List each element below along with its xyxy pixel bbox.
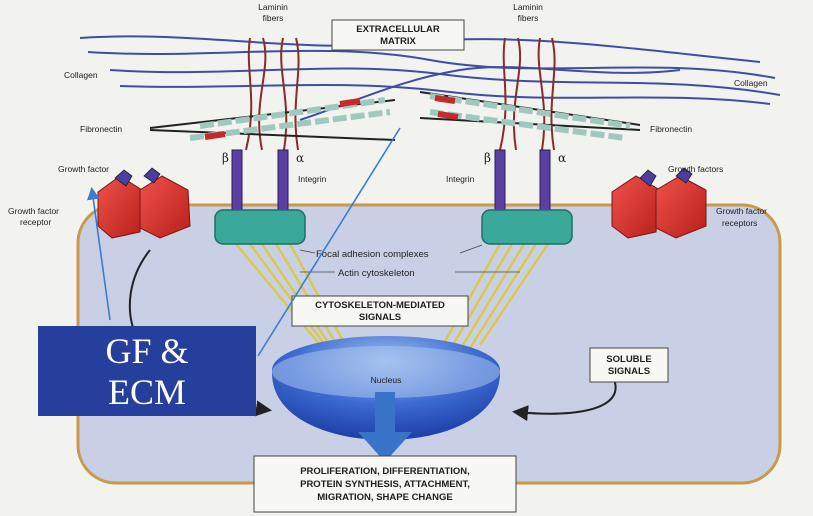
growth-factors-label: Growth factors [668, 164, 723, 174]
growth-factors-right [639, 167, 693, 187]
focal-adhesion-left [214, 209, 306, 245]
cytoskeleton-signals-line2: SIGNALS [359, 312, 401, 323]
nucleus [272, 336, 500, 440]
gf-receptor-left-line2: receptor [20, 217, 51, 227]
gf-ecm-line2: ECM [108, 372, 186, 412]
nucleus-output-arrow [358, 392, 412, 462]
collagen-left-label: Collagen [64, 70, 98, 80]
beta-right: β [484, 151, 491, 165]
ecm-label-box [331, 19, 465, 51]
collagen-right-label: Collagen [734, 78, 768, 88]
focal-adhesion-label: Focal adhesion complexes [316, 249, 429, 260]
beta-left: β [222, 151, 229, 165]
laminin-left-line1: Laminin [258, 2, 288, 12]
integrin-right-label: Integrin [446, 174, 475, 184]
integrin-right [494, 149, 551, 213]
laminin-right-line2: fibers [518, 13, 539, 23]
fibronectin-left-label: Fibronectin [80, 124, 122, 134]
alpha-right: α [558, 151, 566, 165]
gf-ecm-overlay [38, 326, 256, 416]
gf-receptor-right-line1: Growth factor [716, 206, 767, 216]
fibronectin-right-label: Fibronectin [650, 124, 692, 134]
annotation-lines [86, 127, 401, 357]
actin-label: Actin cytoskeleton [338, 268, 415, 279]
focal-adhesion-right [481, 209, 573, 245]
fibronectin-right [419, 91, 641, 141]
outcomes-line3: MIGRATION, SHAPE CHANGE [317, 492, 452, 503]
outcomes-box [253, 455, 517, 513]
integrin-left-label: Integrin [298, 174, 327, 184]
gf-receptor-left-line1: Growth factor [8, 206, 59, 216]
soluble-signals-line1: SOLUBLE [606, 354, 651, 365]
nucleus-label: Nucleus [371, 375, 402, 385]
outcomes-line2: PROTEIN SYNTHESIS, ATTACHMENT, [300, 479, 470, 490]
laminin-left-line2: fibers [263, 13, 284, 23]
label-pointer-lines [299, 244, 520, 273]
growth-factor-receptor-right [611, 175, 707, 239]
soluble-signals-box [589, 347, 669, 383]
cytoskeleton-signals-box [291, 295, 469, 327]
growth-factor-left [114, 167, 161, 187]
laminin-fibers-right [499, 37, 556, 151]
laminin-fibers-left [245, 37, 300, 151]
collagen-fibers [79, 35, 781, 121]
alpha-left: α [296, 151, 304, 165]
growth-factor-label: Growth factor [58, 164, 109, 174]
integrin-left [231, 149, 289, 213]
ecm-label-line1: EXTRACELLULAR [356, 24, 440, 35]
fibronectin-left [149, 97, 396, 141]
laminin-right-line1: Laminin [513, 2, 543, 12]
soluble-signals-line2: SIGNALS [608, 366, 650, 377]
gf-receptor-right-line2: receptors [722, 218, 757, 228]
cytoskeleton-signals-line1: CYTOSKELETON-MEDIATED [315, 300, 445, 311]
growth-factor-receptor-left [97, 175, 191, 239]
ecm-label-line2: MATRIX [380, 36, 416, 47]
actin-fibers-right [438, 243, 550, 351]
gf-ecm-line1: GF & [105, 331, 188, 371]
outcomes-line1: PROLIFERATION, DIFFERENTIATION, [300, 466, 470, 477]
